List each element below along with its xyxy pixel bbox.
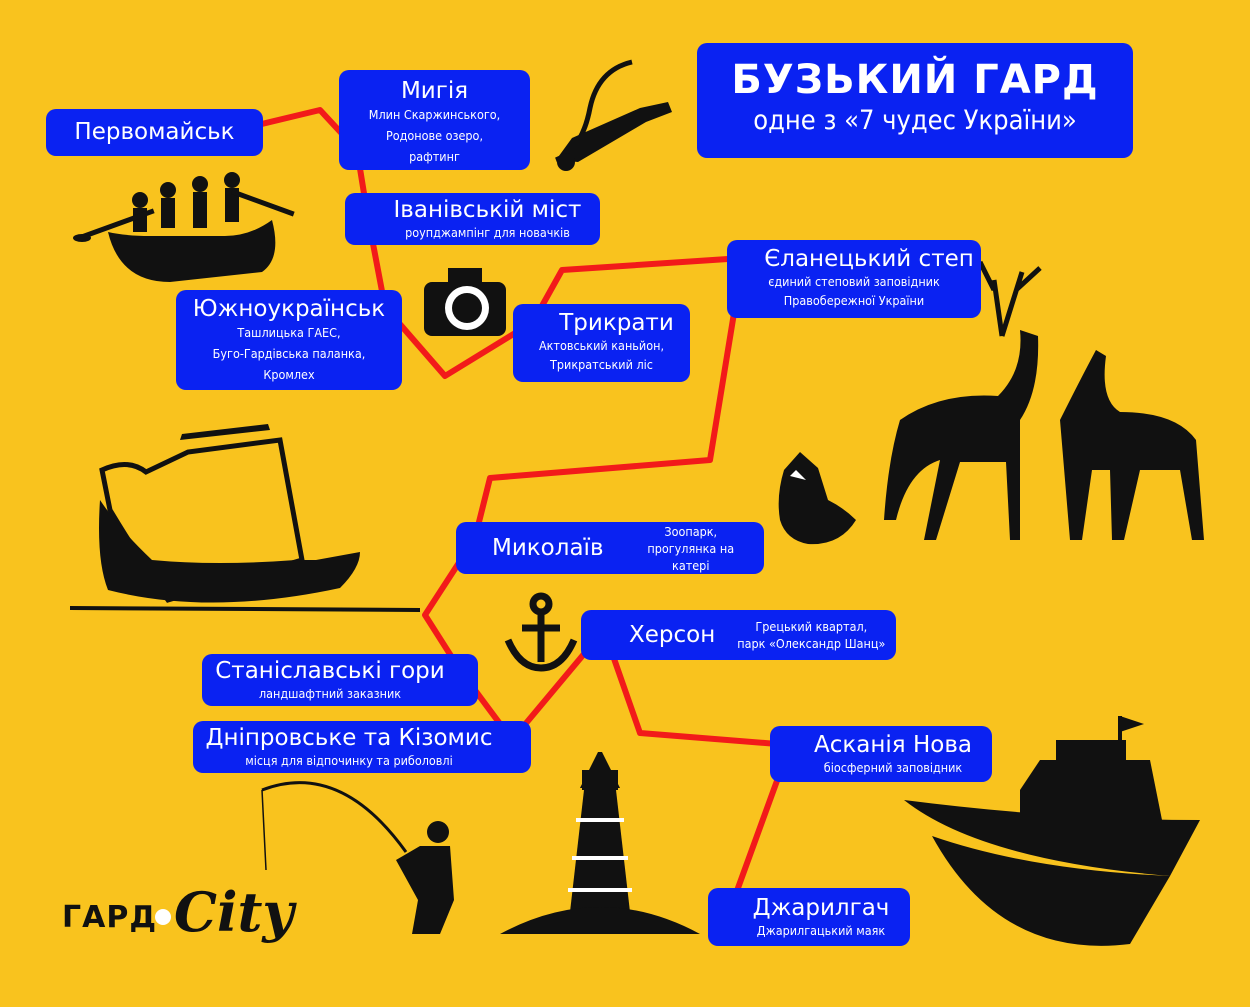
stop-name: Трикрати [559,310,674,336]
stop-name: Станіславські гори [215,658,445,684]
stop-pervomaisk: Первомайськ [46,109,263,156]
stop-name: Миколаїв [492,535,604,561]
stop-mykolaiv: Миколаїв Зоопарк, прогулянка на катері [456,522,764,574]
stop-desc: біосферний заповідник [823,760,963,775]
logo-text-right: City [174,880,294,944]
stop-desc: Грецький квартал, парк «Олександр Шанц» [737,619,886,651]
stop-dniprovske-kizomys: Дніпровське та Кізомис місця для відпочи… [193,721,531,773]
logo-text-left: ГАРД [62,900,158,935]
stop-yelanets-steppe: Єланецький степ єдиний степовий заповідн… [727,240,981,318]
gard-city-logo: ГАРД City [62,878,302,968]
stop-name: Южноукраїнськ [192,296,386,322]
stop-stanislavski-hory: Станіславські гори ландшафтний заказник [202,654,478,706]
stop-askania-nova: Асканія Нова біосферний заповідник [770,726,992,782]
stop-desc: ландшафтний заказник [258,686,402,701]
stop-desc: Ташлицька ГАЕС, Буго-Гардівська паланка,… [212,325,366,382]
stop-desc: роупджампінг для новачків [405,225,570,240]
logo-dot [155,909,171,925]
stop-name: Херсон [629,622,716,648]
fisherman-icon [261,781,454,934]
stop-ivanivskyi-bridge: Іванівській міст роупджампінг для новачк… [345,193,600,245]
stop-desc: єдиний степовий заповідник Правобережної… [768,274,940,308]
stop-trykraty: Трикрати Актовський каньйон, Трикратськи… [513,304,690,382]
stop-name: Первомайськ [74,119,235,145]
title-heading: БУЗЬКИЙ ГАРД [731,57,1099,103]
stop-name: Іванівській міст [393,197,582,223]
stop-name: Асканія Нова [814,732,972,758]
stop-myhiia: Мигія Млин Скаржинського, Родонове озеро… [339,70,530,170]
bungee-jumper-icon [554,59,672,171]
ship-icon [904,716,1200,946]
stop-desc: місця для відпочинку та риболовлі [245,753,453,768]
lighthouse-icon [500,752,700,934]
camera-icon [424,268,506,336]
stop-name: Дніпровське та Кізомис [205,725,493,751]
stop-name: Джарилгач [752,895,890,921]
stop-desc: Млин Скаржинського, Родонове озеро, рафт… [368,107,501,164]
fox-icon [778,452,856,545]
deer-icon [884,260,1204,540]
title-box: БУЗЬКИЙ ГАРД одне з «7 чудес України» [697,43,1133,158]
stop-name: Мигія [400,78,469,104]
title-subheading: одне з «7 чудес України» [753,105,1077,136]
stop-desc: Зоопарк, прогулянка на катері [647,523,735,573]
rafting-icon [73,172,295,282]
viking-ship-icon [69,424,421,612]
stop-yuzhnoukrainsk: Южноукраїнськ Ташлицька ГАЕС, Буго-Гарді… [176,290,402,390]
stop-desc: Джарилгацький маяк [756,923,886,938]
stop-kherson: Херсон Грецький квартал, парк «Олександр… [581,610,896,660]
anchor-icon [504,592,578,672]
stop-dzharylhach: Джарилгач Джарилгацький маяк [708,888,910,946]
stop-name: Єланецький степ [764,246,974,272]
stop-desc: Актовський каньйон, Трикратський ліс [538,338,665,372]
